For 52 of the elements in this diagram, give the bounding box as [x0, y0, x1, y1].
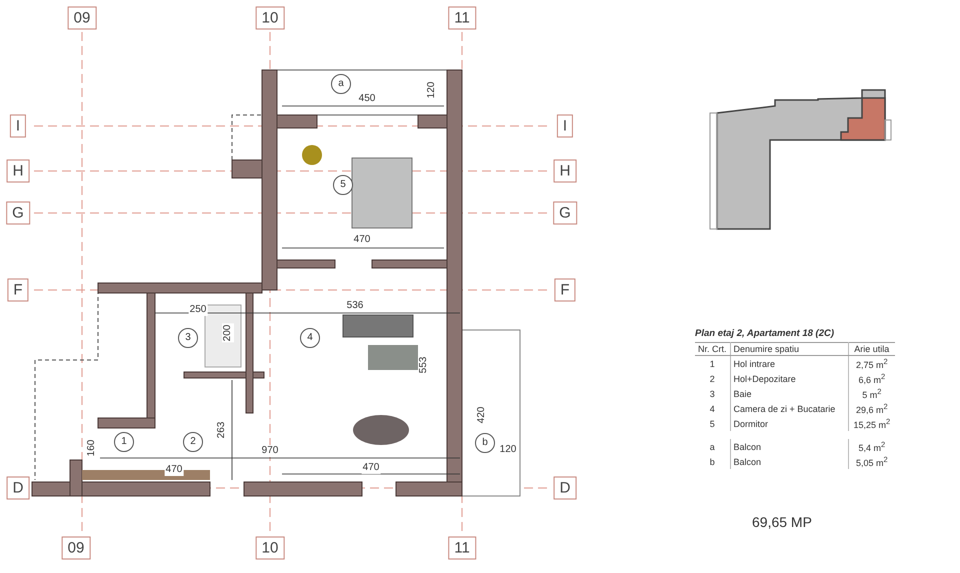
grid-axis-label: 11: [448, 6, 476, 30]
room-number: 1: [114, 432, 134, 452]
grid-axis-label: H: [554, 160, 576, 182]
dimension-text: 200: [222, 324, 234, 342]
table-cell: Hol+Depozitare: [730, 371, 848, 386]
grid-axis-label: 10: [256, 6, 284, 30]
table-cell: 5,4 m$^{2}$: [848, 439, 895, 454]
table-cell: 5,05 m$^{2}$: [848, 454, 895, 469]
grid-axis-label: G: [6, 202, 30, 224]
dimension-text: 970: [260, 445, 280, 457]
table-cell: a: [695, 439, 730, 454]
room-number: 3: [178, 328, 198, 348]
grid-axis-label: I: [556, 114, 574, 138]
table-cell: 1: [695, 356, 730, 371]
table-cell: 29,6 m$^{2}$: [848, 401, 895, 416]
column-header: Denumire spatiu: [730, 342, 848, 356]
table-cell: 2: [695, 371, 730, 386]
table-cell: Dormitor: [730, 416, 848, 431]
column-header: Arie utila: [848, 342, 895, 356]
table-title: Plan etaj 2, Apartament 18 (2C): [695, 328, 836, 339]
dimension-text: 470: [164, 464, 184, 476]
table-cell: 5: [695, 416, 730, 431]
room-number: 2: [183, 432, 203, 452]
table-cell: 2,75 m$^{2}$: [848, 356, 895, 371]
grid-axis-label: D: [554, 476, 576, 500]
table-cell: 3: [695, 386, 730, 401]
grid-axis-label: F: [554, 278, 576, 302]
total-area-text: 69,65 MP: [752, 514, 812, 530]
table-cell: Hol intrare: [730, 356, 848, 371]
room-number: 4: [300, 328, 320, 348]
grid-axis-label: 10: [256, 536, 284, 560]
table-cell: b: [695, 454, 730, 469]
grid-axis-label: H: [6, 160, 30, 182]
grid-axis-label: F: [7, 278, 29, 302]
column-header: Nr. Crt.: [695, 342, 730, 356]
grid-axis-label: G: [553, 202, 577, 224]
table-cell: Camera de zi + Bucatarie: [730, 401, 848, 416]
table-cell: Balcon: [730, 454, 848, 469]
dimension-text: 250: [188, 304, 208, 316]
table-cell: 6,6 m$^{2}$: [848, 371, 895, 386]
table-cell: Baie: [730, 386, 848, 401]
dimension-text: 470: [362, 462, 380, 474]
table-cell: 15,25 m$^{2}$: [848, 416, 895, 431]
grid-axis-label: 09: [68, 6, 96, 30]
grid-axis-label: D: [6, 476, 30, 500]
table-cell: Balcon: [730, 439, 848, 454]
grid-axis-label: I: [10, 114, 26, 138]
table-cell: 5 m$^{2}$: [848, 386, 895, 401]
table-cell: 4: [695, 401, 730, 416]
grid-axis-label: 09: [62, 536, 90, 560]
room-number: 5: [333, 175, 353, 195]
grid-axis-label: 11: [448, 536, 476, 560]
